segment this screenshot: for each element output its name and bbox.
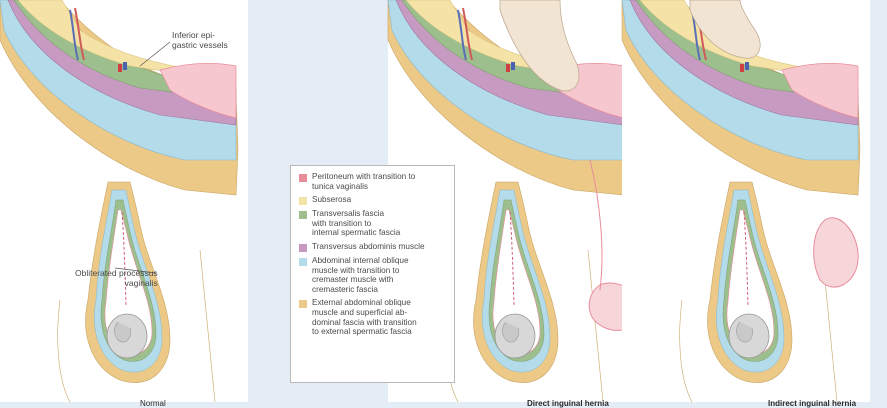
legend-label: Transversalis fascia with transition to … xyxy=(312,209,400,238)
legend: Peritoneum with transition to tunica vag… xyxy=(290,165,455,383)
legend-item-peritoneum: Peritoneum with transition to tunica vag… xyxy=(299,172,448,191)
panel-normal xyxy=(0,0,248,402)
legend-item-internal-oblique: Abdominal internal oblique muscle with t… xyxy=(299,256,448,294)
legend-label: Peritoneum with transition to tunica vag… xyxy=(312,172,415,191)
label-inferior-epigastric-vessels: Inferior epi- gastric vessels xyxy=(172,30,228,50)
legend-label: Transversus abdominis muscle xyxy=(312,242,425,252)
legend-item-subserosa: Subserosa xyxy=(299,195,448,205)
legend-label: External abdominal oblique muscle and su… xyxy=(312,298,417,336)
legend-swatch xyxy=(299,197,307,205)
legend-label: Abdominal internal oblique muscle with t… xyxy=(312,256,409,294)
label-obliterated-processus-vaginalis: Obliterated processus vaginalis xyxy=(75,268,158,288)
panel-indirect-hernia xyxy=(622,0,870,402)
legend-swatch xyxy=(299,174,307,182)
legend-swatch xyxy=(299,211,307,219)
legend-item-transversus-abdominis: Transversus abdominis muscle xyxy=(299,242,448,252)
legend-swatch xyxy=(299,300,307,308)
legend-item-external-oblique: External abdominal oblique muscle and su… xyxy=(299,298,448,336)
legend-item-transversalis-fascia: Transversalis fascia with transition to … xyxy=(299,209,448,238)
legend-swatch xyxy=(299,258,307,266)
legend-swatch xyxy=(299,244,307,252)
legend-label: Subserosa xyxy=(312,195,351,205)
